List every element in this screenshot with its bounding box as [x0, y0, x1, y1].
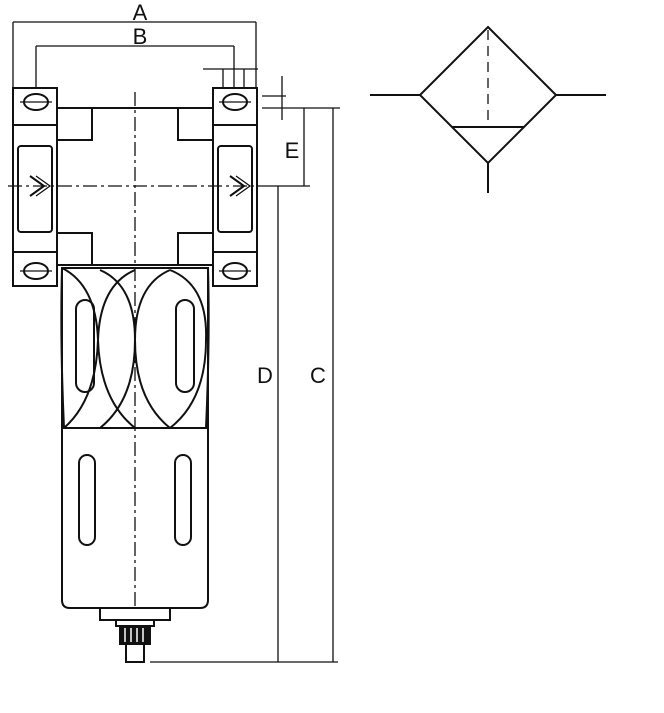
dimension-label-b: B	[133, 24, 148, 49]
filter-symbol-icon	[370, 25, 606, 193]
dimension-label-e: E	[285, 138, 300, 163]
drain-valve	[99, 607, 171, 621]
centerlines	[8, 92, 262, 608]
left-mounting-bracket	[12, 87, 58, 287]
dimension-label-a: A	[133, 0, 148, 25]
dimension-label-d: D	[257, 363, 273, 388]
dimension-label-c: C	[310, 363, 326, 388]
right-mounting-bracket	[212, 87, 258, 287]
dimension-lines	[12, 21, 340, 663]
